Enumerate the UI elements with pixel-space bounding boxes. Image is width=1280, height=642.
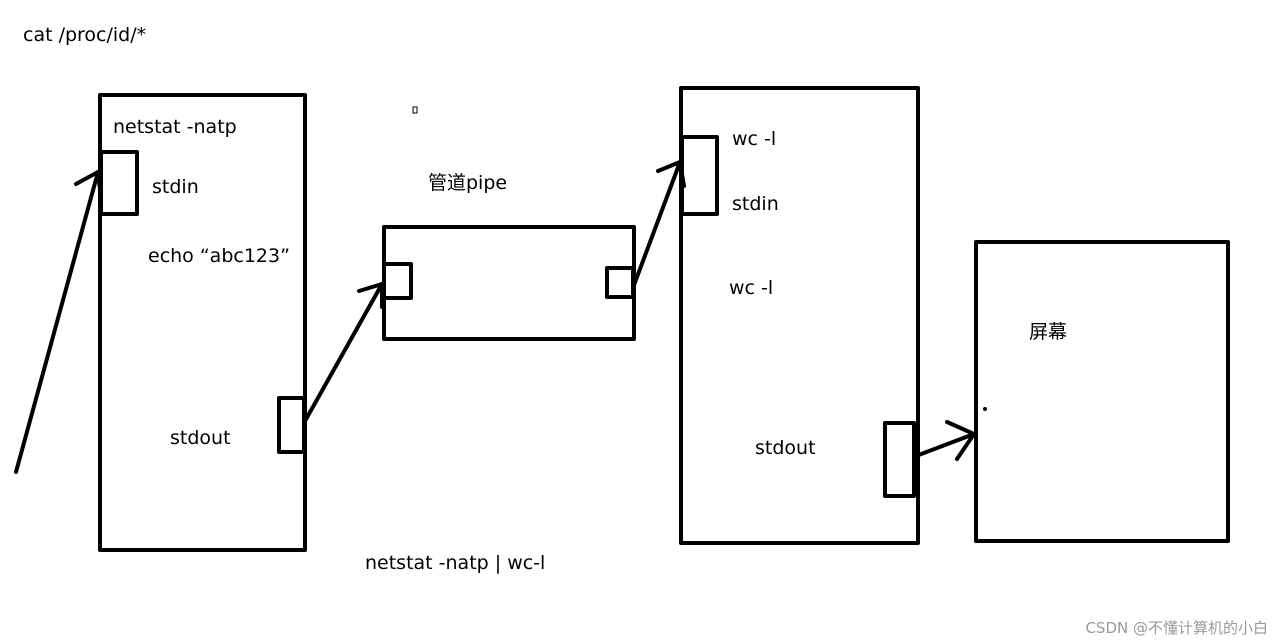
arrow-pipe-to-stdin bbox=[632, 160, 686, 287]
netstat-stdout-port bbox=[277, 396, 306, 454]
netstat-stdout-label: stdout bbox=[170, 427, 231, 449]
pipe-input-port bbox=[382, 262, 413, 300]
netstat-echo-label: echo “abc123” bbox=[148, 245, 290, 267]
arrow-stdout-to-pipe bbox=[303, 282, 384, 423]
pipe-output-port bbox=[605, 266, 635, 299]
bottom-command-label: netstat -natp | wc-l bbox=[365, 552, 546, 574]
wc-process-box bbox=[679, 86, 920, 545]
pipe-title-label: 管道pipe bbox=[428, 172, 508, 194]
screen-label: 屏幕 bbox=[1029, 321, 1068, 343]
wc-stdout-port bbox=[883, 421, 916, 498]
wc-command-label: wc -l bbox=[732, 128, 777, 150]
arrow-into-stdin bbox=[14, 170, 103, 474]
stray-mark bbox=[412, 106, 418, 114]
netstat-process-box bbox=[98, 93, 307, 552]
netstat-stdin-port bbox=[99, 150, 139, 216]
wc-command-label-2: wc -l bbox=[729, 277, 774, 299]
netstat-stdin-label: stdin bbox=[152, 176, 199, 198]
pipe-box bbox=[382, 225, 636, 341]
screen-box bbox=[974, 240, 1230, 543]
screen-dot bbox=[983, 407, 987, 411]
top-command-label: cat /proc/id/* bbox=[23, 24, 147, 46]
watermark: CSDN @不懂计算机的小白 bbox=[1085, 619, 1268, 637]
wc-stdin-label: stdin bbox=[732, 193, 779, 215]
arrow-stdout-to-screen bbox=[914, 420, 976, 461]
wc-stdout-label: stdout bbox=[755, 437, 816, 459]
wc-stdin-port bbox=[680, 135, 719, 216]
netstat-command-label: netstat -natp bbox=[113, 116, 237, 138]
